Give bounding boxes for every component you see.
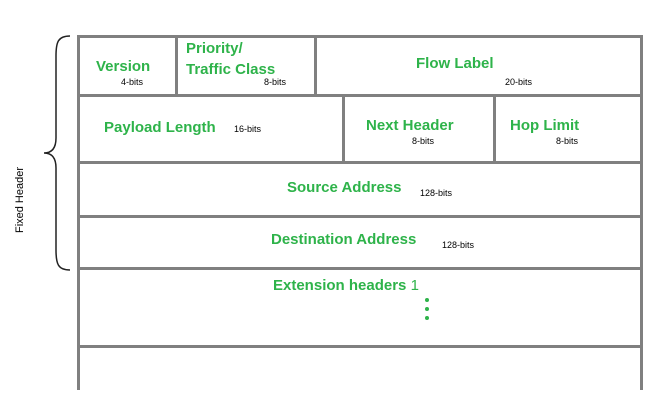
destination-address-cell [77, 215, 643, 270]
bottom-right-line [640, 346, 643, 390]
priority-label-line2: Traffic Class [186, 61, 276, 78]
source-address-label: Source Address [287, 179, 402, 196]
destination-address-label: Destination Address [271, 231, 417, 248]
continuation-dot [425, 298, 429, 302]
extension-headers-index: 1 [410, 277, 419, 294]
bottom-left-line [77, 346, 80, 390]
flow-label-bits: 20-bits [505, 77, 533, 87]
fixed-header-brace [43, 35, 71, 271]
next-header-bits: 8-bits [412, 136, 435, 146]
destination-address-bits: 128-bits [442, 240, 475, 250]
source-address-cell [77, 161, 643, 218]
extension-headers-name: Extension headers [273, 277, 407, 294]
version-cell [77, 35, 178, 97]
hop-limit-label: Hop Limit [510, 117, 580, 134]
continuation-dot [425, 316, 429, 320]
continuation-dot [425, 307, 429, 311]
fixed-header-label: Fixed Header [14, 166, 26, 234]
source-address-bits: 128-bits [420, 188, 453, 198]
payload-length-label: Payload Length [104, 119, 216, 136]
payload-length-bits: 16-bits [234, 124, 262, 134]
extension-headers-cell [77, 267, 643, 348]
priority-label-line1: Priority/ [186, 40, 243, 57]
priority-bits: 8-bits [264, 77, 287, 87]
next-header-label: Next Header [366, 117, 454, 134]
version-bits: 4-bits [121, 77, 144, 87]
extension-headers-label: Extension headers 1 [273, 276, 419, 295]
version-label: Version [96, 58, 151, 75]
hop-limit-bits: 8-bits [556, 136, 579, 146]
priority-cell [175, 35, 317, 97]
flow-label-label: Flow Label [416, 55, 494, 72]
